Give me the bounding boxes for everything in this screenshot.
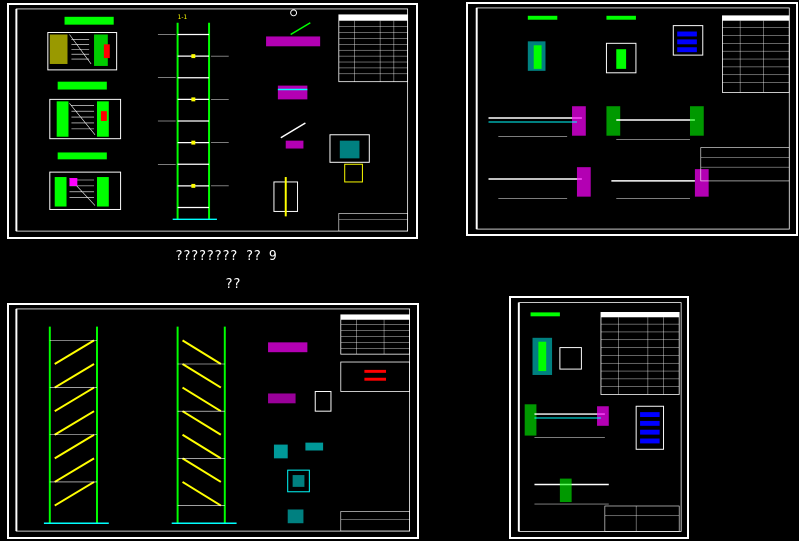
svg-text:1-1: 1-1 [178, 15, 188, 21]
specification-table-4 [600, 311, 680, 395]
caption-line-2: ?? [225, 277, 241, 292]
section-details-top [527, 15, 637, 74]
stair-elevation-right [171, 326, 237, 524]
landing-beam-elevations [524, 404, 609, 505]
drawing-canvas-2 [475, 7, 790, 230]
title-block-4 [604, 505, 680, 532]
stair-plan-top [47, 16, 118, 71]
beam-elevations [488, 106, 709, 199]
drawing-canvas-4 [517, 302, 682, 532]
node-details [268, 342, 332, 524]
blue-rebar-table [672, 25, 704, 56]
landing-detail-top [530, 312, 582, 375]
sheet-landing-beam-details [509, 296, 689, 539]
sheet-stair-elevations [7, 303, 419, 539]
stair-plan-middle [49, 81, 122, 140]
caption-line-1: ???????? ?? 9 [175, 249, 277, 264]
stair-elevation-left [43, 326, 109, 524]
drawing-canvas-1: 1-1 [15, 8, 409, 232]
title-block-3 [340, 511, 410, 532]
specification-table-1 [338, 14, 409, 83]
specification-table-3 [340, 314, 411, 392]
specification-table-2 [722, 15, 790, 93]
stair-details [266, 9, 370, 217]
stair-plan-bottom [49, 152, 122, 210]
drawing-canvas-3 [15, 308, 411, 532]
stair-section-tower: 1-1 [157, 15, 229, 221]
title-block-2 [700, 147, 790, 182]
blue-rebar-table-2 [635, 405, 665, 450]
title-block-1 [338, 213, 408, 232]
sheet-stair-plans-and-sections: 1-1 [7, 3, 418, 239]
sheet-beam-details [466, 2, 798, 236]
